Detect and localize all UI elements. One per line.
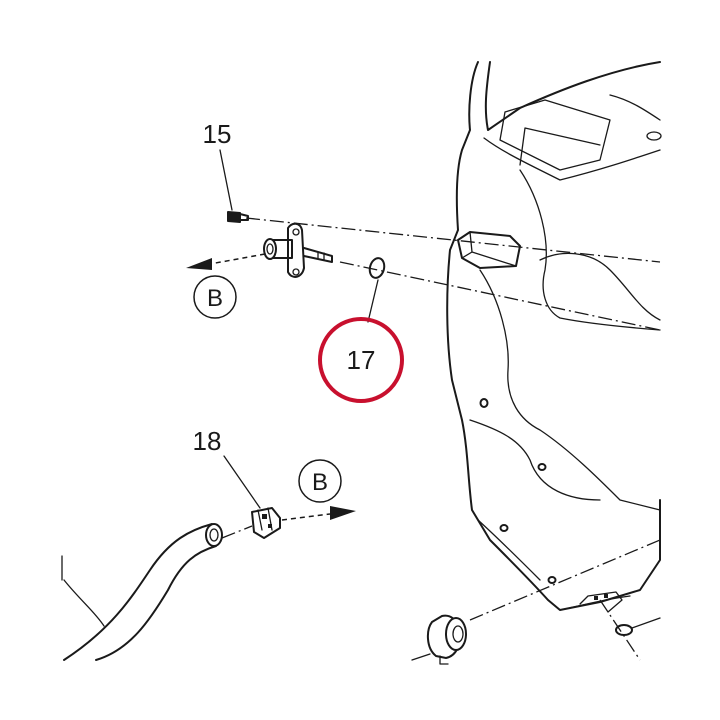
small-clip xyxy=(615,617,661,636)
stud-assembly xyxy=(263,222,333,278)
arrow-to-b-top xyxy=(186,253,266,270)
grommet xyxy=(411,614,467,665)
part-15-screw xyxy=(219,149,249,223)
highlight-ring xyxy=(318,317,404,403)
ref-circle-b-top: B xyxy=(193,275,237,319)
housing-panel xyxy=(446,61,662,613)
ref-circle-b-bottom: B xyxy=(298,459,342,503)
part-17-ring xyxy=(367,257,386,323)
ref-b-top-label: B xyxy=(207,285,223,312)
part-18-clamp xyxy=(223,455,281,539)
callout-17: 17 xyxy=(347,345,376,375)
ref-b-bottom-label: B xyxy=(312,469,328,496)
alignment-lines xyxy=(245,217,661,661)
hose xyxy=(61,523,223,661)
callout-15: 15 xyxy=(203,119,232,149)
callout-18: 18 xyxy=(193,426,222,456)
arrow-to-b-bottom xyxy=(221,506,356,539)
